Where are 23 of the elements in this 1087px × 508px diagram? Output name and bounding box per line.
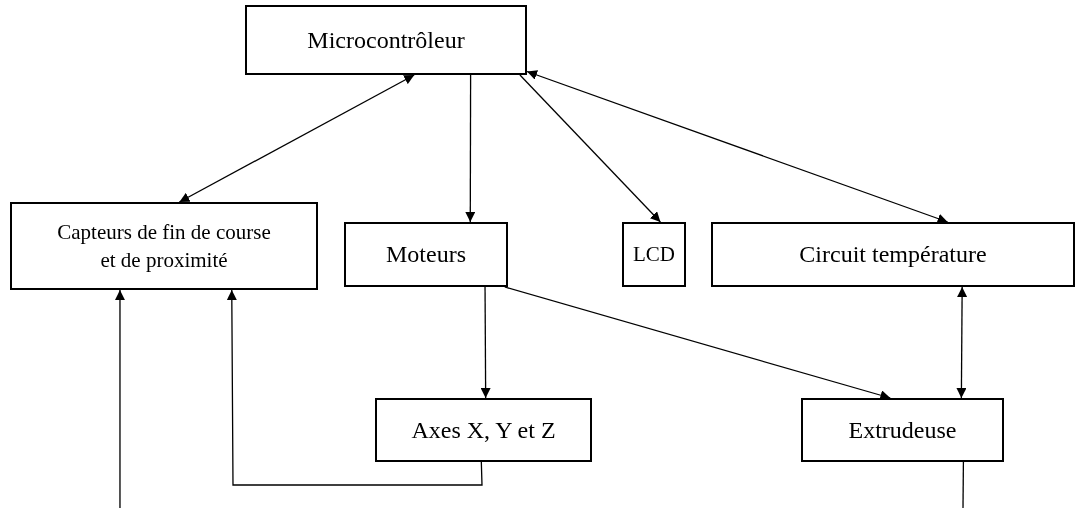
arrow xyxy=(178,74,415,203)
arrow xyxy=(114,289,125,508)
process-box xyxy=(344,222,508,287)
process-box xyxy=(10,202,318,290)
node-label: Extrudeuse xyxy=(848,415,957,445)
node-label: Axes X, Y et Z xyxy=(411,415,556,445)
arrow xyxy=(480,286,491,399)
arrow xyxy=(519,74,662,223)
node-label: Moteurs xyxy=(386,240,466,270)
process-box xyxy=(375,398,592,462)
arrow xyxy=(526,70,949,224)
arrow xyxy=(956,286,968,399)
node-label: Capteurs de fin de course et de proximité xyxy=(56,218,272,274)
process-box xyxy=(711,222,1075,287)
process-box xyxy=(801,398,1004,462)
arrow xyxy=(504,286,891,401)
node-label: LCD xyxy=(633,241,675,269)
node-label: Circuit température xyxy=(799,240,987,270)
process-box xyxy=(622,222,686,287)
arrow xyxy=(226,289,483,486)
arrow xyxy=(465,74,476,223)
process-box xyxy=(245,5,527,75)
node-label: Microcontrôleur xyxy=(307,25,465,55)
